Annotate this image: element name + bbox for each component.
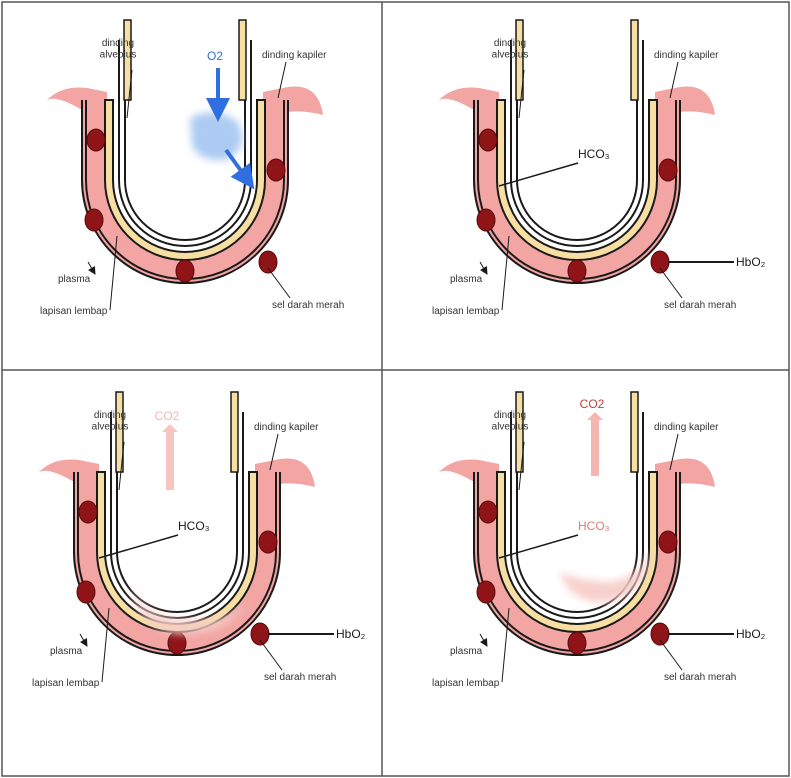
red-blood-cell bbox=[176, 260, 194, 282]
alveolus-wall-inner bbox=[117, 412, 237, 612]
leader-sel-darah-merah bbox=[260, 640, 282, 670]
label-dinding-kapiler: dinding kapiler bbox=[254, 422, 319, 433]
arrow-plasma bbox=[88, 262, 95, 274]
co2-arrow-up bbox=[162, 424, 178, 490]
label-sel-darah-merah: sel darah merah bbox=[272, 300, 344, 311]
label-sel-darah-merah: sel darah merah bbox=[264, 672, 336, 683]
co2-arrow-up bbox=[587, 412, 603, 476]
red-blood-cell bbox=[251, 623, 269, 645]
arrow-plasma bbox=[80, 634, 87, 646]
label-lapisan-lembap: lapisan lembap bbox=[40, 306, 108, 317]
label-hbo2: HbO₂ bbox=[736, 255, 766, 269]
red-blood-cell bbox=[85, 209, 103, 231]
label-dinding-kapiler: dinding kapiler bbox=[654, 50, 719, 61]
alveolus-wall-right-top bbox=[231, 392, 238, 472]
red-blood-cell bbox=[479, 501, 497, 523]
red-blood-cell bbox=[477, 581, 495, 603]
label-plasma: plasma bbox=[58, 274, 91, 285]
red-blood-cell bbox=[568, 632, 586, 654]
moist-layer bbox=[105, 100, 265, 260]
red-blood-cell bbox=[259, 251, 277, 273]
label-sel-darah-merah: sel darah merah bbox=[664, 672, 736, 683]
arrow-plasma bbox=[480, 262, 487, 274]
label-plasma: plasma bbox=[450, 646, 483, 657]
red-blood-cell bbox=[568, 260, 586, 282]
red-blood-cell bbox=[659, 159, 677, 181]
red-blood-cell bbox=[651, 251, 669, 273]
label-hbo2: HbO₂ bbox=[336, 627, 366, 641]
label-hbo2: HbO₂ bbox=[736, 627, 766, 641]
red-blood-cell bbox=[77, 581, 95, 603]
alveolus-wall-outer bbox=[111, 412, 243, 618]
label-sel-darah-merah: sel darah merah bbox=[664, 300, 736, 311]
label-plasma: plasma bbox=[50, 646, 83, 657]
red-blood-cell bbox=[267, 159, 285, 181]
alveolus-wall-right-top bbox=[631, 392, 638, 472]
label-lapisan-lembap: lapisan lembap bbox=[432, 306, 500, 317]
red-blood-cell bbox=[87, 129, 105, 151]
red-blood-cell bbox=[79, 501, 97, 523]
label-hco3: HCO₃ bbox=[578, 147, 610, 161]
label-hco3: HCO₃ bbox=[578, 519, 610, 533]
label-plasma: plasma bbox=[450, 274, 483, 285]
label-hco3: HCO₃ bbox=[178, 519, 210, 533]
red-blood-cell bbox=[477, 209, 495, 231]
label-co2: CO2 bbox=[580, 397, 605, 411]
leader-sel-darah-merah bbox=[268, 268, 290, 298]
red-blood-cell bbox=[651, 623, 669, 645]
label-o2: O2 bbox=[207, 49, 223, 63]
alveolus-wall-right-top bbox=[239, 20, 246, 100]
red-blood-cell bbox=[659, 531, 677, 553]
red-blood-cell bbox=[168, 632, 186, 654]
label-lapisan-lembap: lapisan lembap bbox=[432, 678, 500, 689]
label-lapisan-lembap: lapisan lembap bbox=[32, 678, 100, 689]
alveolus-wall-outer bbox=[511, 40, 643, 246]
red-blood-cell bbox=[479, 129, 497, 151]
alveolus-wall-inner bbox=[517, 40, 637, 240]
label-dinding-kapiler: dinding kapiler bbox=[262, 50, 327, 61]
red-blood-cell bbox=[259, 531, 277, 553]
arrow-plasma bbox=[480, 634, 487, 646]
leader-sel-darah-merah bbox=[660, 268, 682, 298]
label-co2: CO2 bbox=[155, 409, 180, 423]
o2-cloud bbox=[190, 112, 242, 160]
alveolus-wall-right-top bbox=[631, 20, 638, 100]
o2-arrow-diffuse bbox=[226, 150, 252, 186]
leader-sel-darah-merah bbox=[660, 640, 682, 670]
label-dinding-kapiler: dinding kapiler bbox=[654, 422, 719, 433]
